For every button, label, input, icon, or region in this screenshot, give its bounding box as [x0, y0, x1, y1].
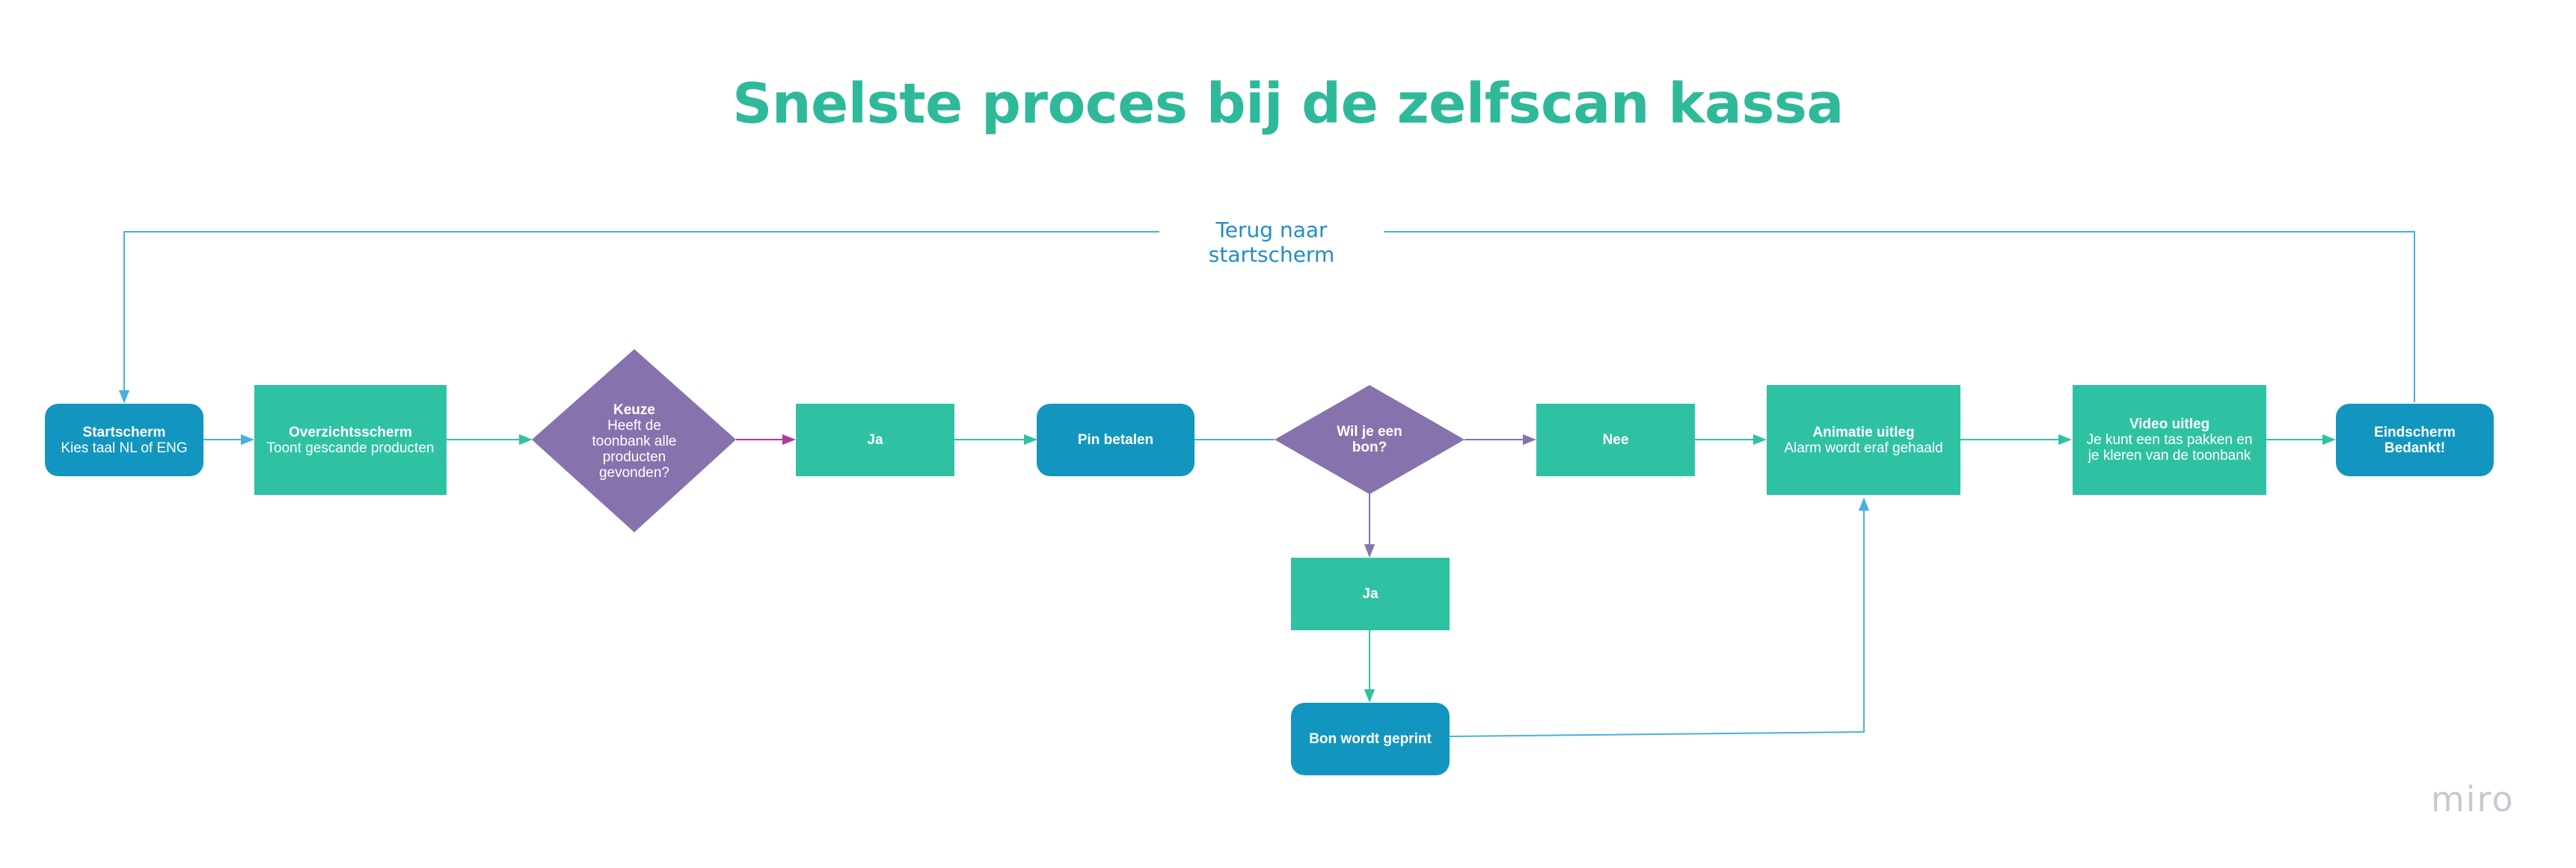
node-nee[interactable]: Nee [1536, 404, 1695, 476]
node-eindscherm-subtitle: Bedankt! [2384, 440, 2446, 456]
node-animatie-title: Animatie uitleg [1812, 424, 1915, 440]
node-video-title: Video uitleg [2129, 416, 2210, 432]
node-pin-betalen[interactable]: Pin betalen [1037, 404, 1195, 476]
node-overzichtsscherm[interactable]: Overzichtsscherm Toont gescande producte… [254, 385, 447, 495]
node-ja-1[interactable]: Ja [796, 404, 954, 476]
diagram-title: Snelste proces bij de zelfscan kassa [732, 72, 1844, 136]
node-pin-betalen-title: Pin betalen [1077, 432, 1154, 448]
node-ja-2-title: Ja [1362, 586, 1379, 602]
node-startscherm-title: Startscherm [82, 424, 166, 440]
miro-logo: miro [2431, 779, 2515, 819]
decision-keuze-question: Heeft de toonbank alle producten gevonde… [592, 417, 677, 481]
node-startscherm[interactable]: Startscherm Kies taal NL of ENG [45, 404, 203, 476]
node-bon-print-title: Bon wordt geprint [1309, 731, 1432, 747]
node-ja-1-title: Ja [867, 432, 883, 448]
node-overzichtsscherm-subtitle: Toont gescande producten [266, 440, 435, 456]
node-startscherm-subtitle: Kies taal NL of ENG [61, 440, 188, 456]
decision-wil-je-een-bon[interactable]: Wil je een bon? [1321, 411, 1418, 468]
connector-bonprint-animatie [1449, 497, 1870, 737]
decision-keuze[interactable]: Keuze Heeft de toonbank alle producten g… [580, 389, 688, 493]
decision-keuze-shape [532, 349, 736, 532]
node-animatie-subtitle: Alarm wordt eraf gehaald [1784, 440, 1943, 456]
node-eindscherm[interactable]: Eindscherm Bedankt! [2336, 404, 2494, 476]
decision-keuze-title: Keuze [613, 401, 655, 418]
loop-label: Terug naar startscherm [1159, 218, 1384, 267]
node-video-subtitle: Je kunt een tas pakken en je kleren van … [2086, 432, 2253, 464]
decision-bon-shape [1275, 385, 1465, 494]
node-video-uitleg[interactable]: Video uitleg Je kunt een tas pakken en j… [2073, 385, 2266, 495]
node-overzichtsscherm-title: Overzichtsscherm [289, 424, 412, 440]
decision-bon-title: Wil je een bon? [1337, 424, 1402, 455]
node-eindscherm-title: Eindscherm [2374, 424, 2456, 440]
node-animatie-uitleg[interactable]: Animatie uitleg Alarm wordt eraf gehaald [1767, 385, 1960, 495]
node-nee-title: Nee [1602, 432, 1629, 448]
node-bon-wordt-geprint[interactable]: Bon wordt geprint [1291, 703, 1450, 775]
node-ja-2[interactable]: Ja [1291, 558, 1450, 630]
